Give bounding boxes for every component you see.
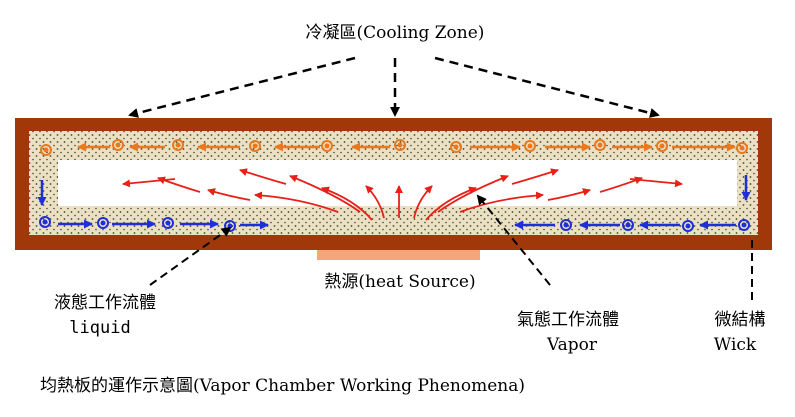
vapor-core	[58, 160, 737, 206]
liquid-flow	[58, 219, 736, 230]
vapor-leader	[476, 194, 551, 286]
heat-source-label: 熱源(heat Source)	[324, 272, 475, 292]
cooling-zone-label: 冷凝區(Cooling Zone)	[306, 23, 485, 43]
wick-label-zh: 微結構	[715, 310, 766, 330]
side-return-flow	[37, 175, 751, 206]
liquid-label-en: liquid	[69, 318, 130, 338]
heat-source-block	[317, 250, 480, 260]
liquid-droplets	[39, 216, 750, 232]
liquid-label-zh: 液態工作流體	[54, 293, 156, 313]
cooling-zone-leaders	[128, 56, 660, 118]
liquid-leader	[149, 226, 232, 286]
condensing-droplets	[40, 139, 748, 156]
vapor-label-en: Vapor	[546, 335, 598, 355]
figure-caption: 均熱板的運作示意圖(Vapor Chamber Working Phenomen…	[40, 376, 525, 396]
vapor-flow	[122, 168, 683, 221]
vapor-label-zh: 氣態工作流體	[517, 310, 619, 330]
wick-label-en: Wick	[714, 335, 757, 355]
